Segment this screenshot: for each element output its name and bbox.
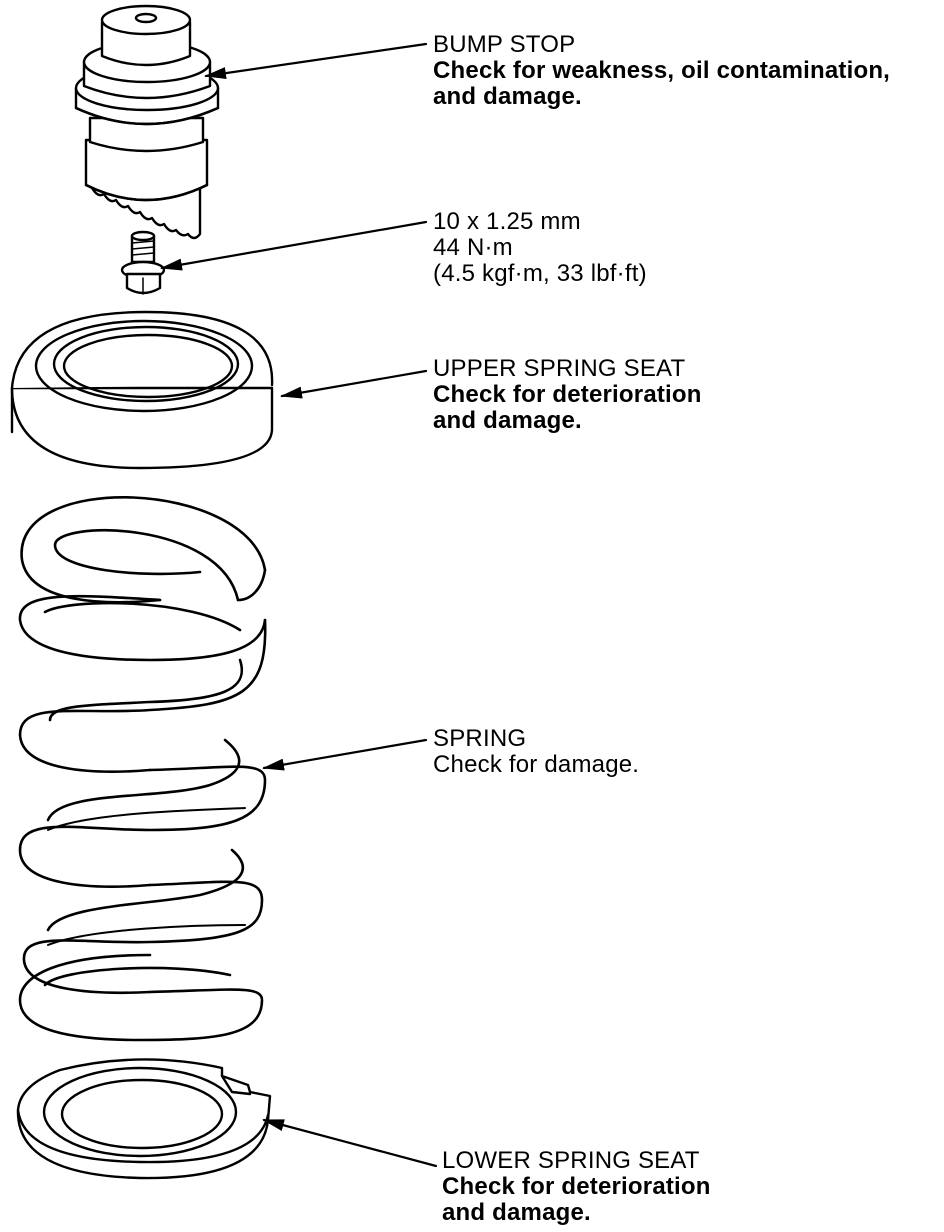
lower-spring-seat-part [16,1058,272,1180]
leader-lines [160,42,438,1168]
lower-spring-seat-label: LOWER SPRING SEAT [442,1147,700,1174]
coil-spring-part [18,495,267,1042]
upper-spring-seat-label: UPPER SPRING SEAT [433,355,686,382]
bolt-size-label: 10 x 1.25 mm [433,208,581,235]
spring-label: SPRING [433,725,527,752]
upper-spring-seat-note-line1: Check for deterioration [433,381,702,408]
bump-stop-note-line1: Check for weakness, oil contamination, [433,57,891,84]
bump-stop-callout: BUMP STOP Check for weakness, oil contam… [433,32,890,110]
bolt-callout: 10 x 1.25 mm 44 N·m (4.5 kgf·m, 33 lbf·f… [433,209,647,287]
bump-stop-part [74,4,220,240]
spring-note-line1: Check for damage. [433,751,640,778]
upper-spring-seat-callout: UPPER SPRING SEAT Check for deterioratio… [433,356,702,434]
upper-spring-seat-note-line2: and damage. [433,407,582,434]
leader-bump-stop [204,42,428,80]
bolt-torque-label: 44 N·m [433,234,513,261]
lower-spring-seat-note-line2: and damage. [442,1199,591,1226]
leader-upper-spring-seat [280,369,428,399]
leader-lower-spring-seat [262,1118,438,1168]
spring-callout: SPRING Check for damage. [433,726,639,778]
lower-spring-seat-note-line1: Check for deterioration [442,1173,711,1200]
leader-spring [262,738,428,771]
leader-bolt [160,220,428,271]
upper-spring-seat-part [10,310,274,470]
lower-spring-seat-callout: LOWER SPRING SEAT Check for deterioratio… [442,1148,711,1226]
flange-bolt-part [120,230,166,295]
bump-stop-note-line2: and damage. [433,83,582,110]
bolt-torque-alt-label: (4.5 kgf·m, 33 lbf·ft) [433,260,647,287]
bump-stop-label: BUMP STOP [433,31,576,58]
